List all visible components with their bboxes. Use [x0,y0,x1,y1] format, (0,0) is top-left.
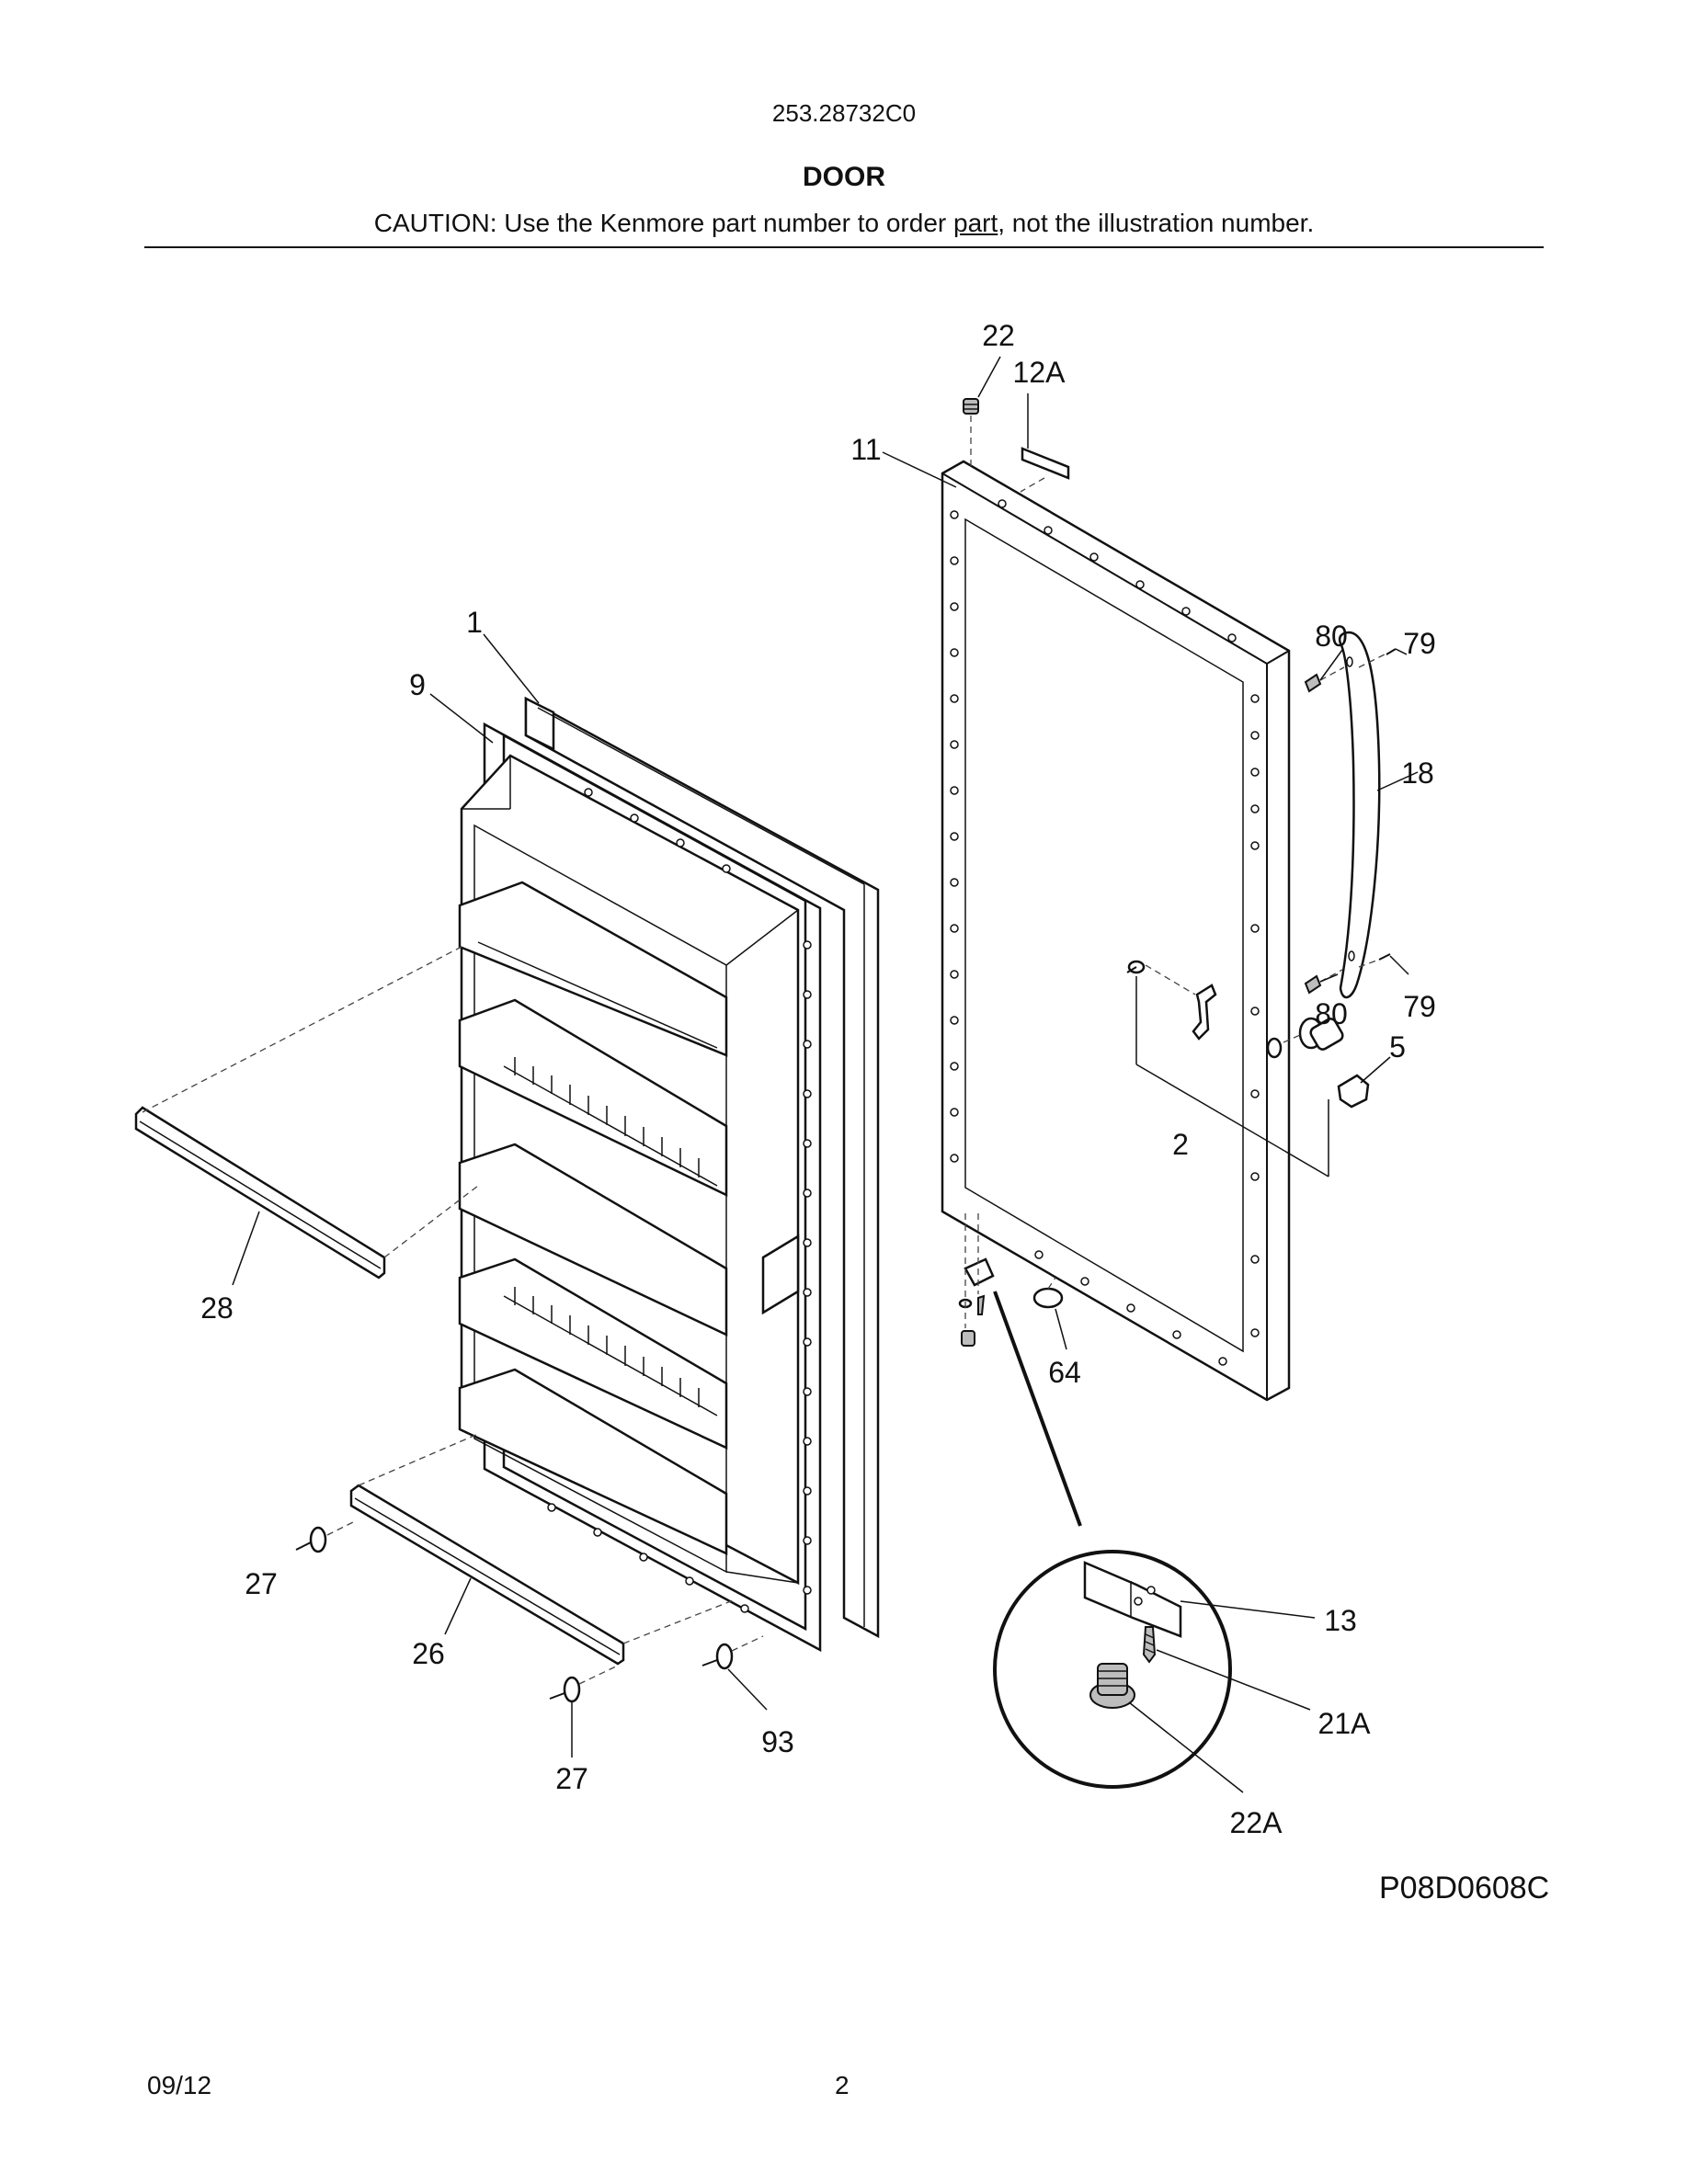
screw-93 [701,1643,734,1670]
footer-date: 09/12 [147,2071,212,2099]
door-panel-screw-holes [950,499,1260,1366]
callout-28: 28 [200,1291,234,1325]
door-gasket-top [524,696,555,752]
set-screw-79-top [1358,648,1397,668]
callout-labels: 22 12A 11 1 9 80 79 18 80 79 5 2 28 64 2… [200,319,1436,1839]
detail-hinge-bracket-13 [1083,1561,1182,1638]
detail-screw-21A [1142,1626,1157,1664]
door-shelves [458,881,728,1555]
callout-5: 5 [1389,1030,1406,1064]
figure-code: P08D0608C [1379,1871,1550,1905]
callout-18: 18 [1401,756,1434,790]
label-12A [1021,447,1070,480]
footer-page-number: 2 [835,2071,850,2099]
shelf-bar-28 [134,1106,386,1280]
door-liner-assembly [458,696,880,1653]
callout-13: 13 [1324,1604,1357,1637]
detail-pointer-line [993,1291,1082,1527]
caution-note: CAUTION: Use the Kenmore part number to … [0,209,1688,238]
detail-cap-22A [1089,1663,1135,1709]
screw-27-left [295,1526,327,1553]
plug-64 [1032,1277,1064,1309]
callout-1: 1 [466,606,483,639]
caution-prefix: CAUTION: Use the Kenmore part number to … [373,209,953,237]
screw-27-bottom [549,1676,581,1703]
callout-26: 26 [412,1637,445,1670]
callout-79-top: 79 [1403,627,1436,660]
caution-suffix: , not the illustration number. [998,209,1315,237]
callout-12A: 12A [1013,356,1066,389]
handle-screw-80-top [1304,666,1345,693]
callout-27-bottom: 27 [555,1762,588,1795]
gasket-screw-holes [547,788,812,1613]
shelf-grills [503,1057,718,1416]
callout-2: 2 [1172,1128,1189,1161]
section-title: DOOR [803,162,885,192]
callout-21A: 21A [1318,1707,1372,1740]
callout-93: 93 [761,1725,794,1758]
callout-27-left: 27 [245,1567,278,1600]
outer-door-panel-11 [941,460,1291,1402]
handle-screw-80-bottom [1304,969,1343,995]
set-screw-79-bottom [1358,953,1391,968]
caution-underlined-word: part [953,209,998,237]
header-rule [144,246,1544,248]
callout-22A: 22A [1230,1806,1283,1839]
callout-22: 22 [982,319,1015,352]
callout-11: 11 [850,433,881,466]
callout-80-top: 80 [1315,620,1348,653]
callout-9: 9 [409,668,426,701]
leader-lines [232,356,1419,1793]
model-number: 253.28732C0 [771,99,917,127]
cap-22 [963,398,979,415]
lock-assembly-2 [1126,960,1370,1109]
callout-64: 64 [1048,1356,1081,1389]
callout-79-bottom: 79 [1403,990,1436,1023]
callout-80-bottom: 80 [1315,997,1348,1030]
door-panel-inner-edge [964,518,1244,1353]
liner-side-plug [761,1234,800,1315]
door-handle-18 [1338,631,1381,999]
